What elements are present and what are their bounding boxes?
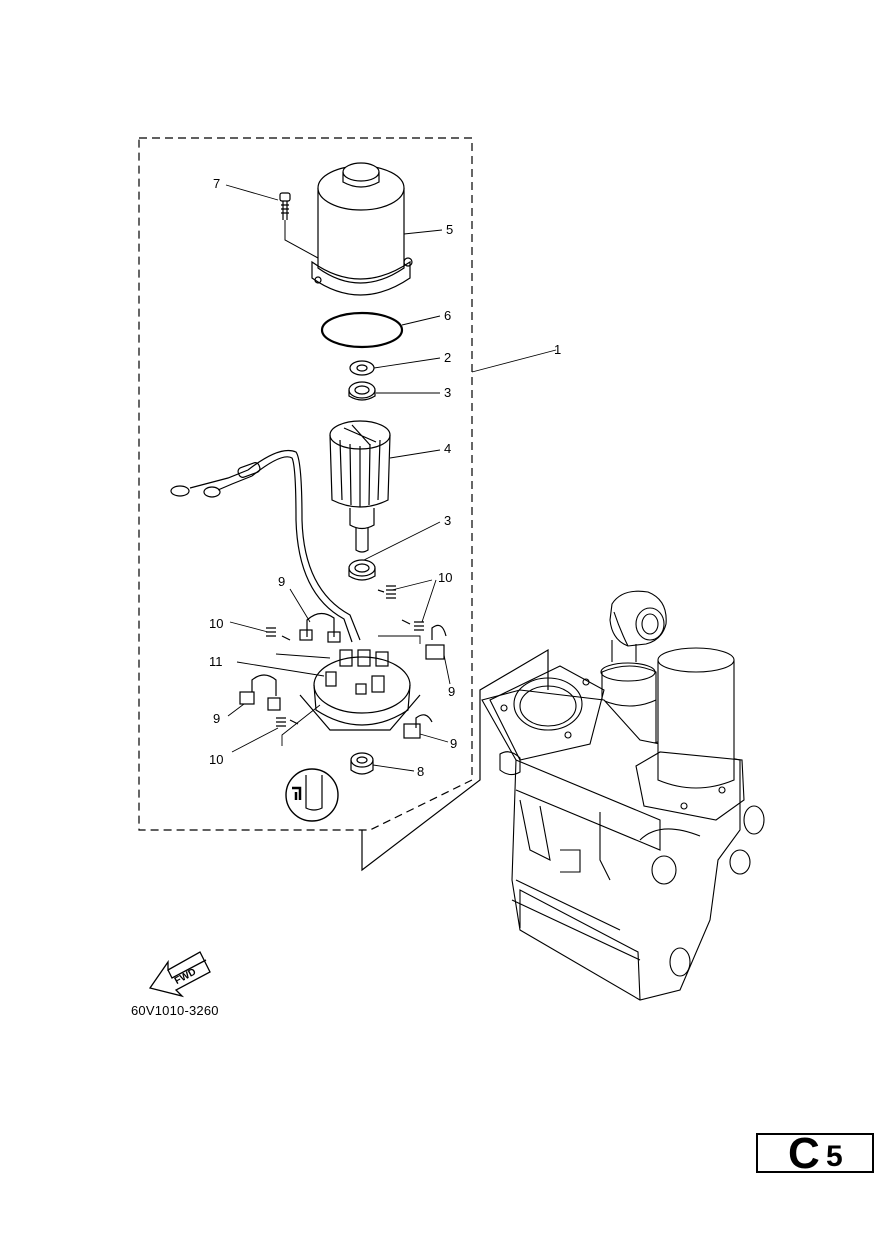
page-tag-number: 5 <box>826 1140 843 1173</box>
page-tag: C 5 <box>756 1129 874 1178</box>
wire-harness <box>170 449 361 643</box>
part-label-9-left: 9 <box>213 711 220 726</box>
leader-lines <box>225 184 557 772</box>
armature <box>329 420 391 553</box>
spring-right <box>401 619 424 631</box>
brush-holder-base <box>299 649 421 731</box>
washer <box>349 360 375 376</box>
spring-left <box>266 627 291 641</box>
diagram-code: 60V1010-3260 <box>131 1003 219 1018</box>
part-label-9-top: 9 <box>278 574 285 589</box>
part-label-2: 2 <box>444 350 451 365</box>
assembly-boundary <box>138 137 473 831</box>
bearing-lower <box>348 559 376 581</box>
part-label-5: 5 <box>446 222 453 237</box>
part-label-3-top: 3 <box>444 385 451 400</box>
bearing-top <box>348 381 376 401</box>
part-label-1: 1 <box>554 342 561 357</box>
brush-left <box>239 674 281 711</box>
o-ring <box>320 311 404 349</box>
part-label-9-right: 9 <box>448 684 455 699</box>
part-label-6: 6 <box>444 308 451 323</box>
part-label-3-lower: 3 <box>444 513 451 528</box>
bolt <box>279 192 319 259</box>
page-tag-letter: C <box>788 1129 820 1178</box>
part-label-10-bottom: 10 <box>209 752 223 767</box>
part-label-10-top: 10 <box>438 570 452 585</box>
bushing <box>350 752 374 775</box>
fwd-arrow-icon <box>148 951 211 998</box>
part-label-4: 4 <box>444 441 451 456</box>
part-labels: 1 2 3 3 4 5 6 7 8 9 9 9 9 10 10 10 11 FW… <box>173 176 561 987</box>
part-label-8: 8 <box>417 764 424 779</box>
motor-housing <box>311 162 413 296</box>
leader-line-assembly <box>361 648 549 872</box>
brush-right-upper <box>425 624 447 660</box>
grease-symbol-icon <box>285 768 339 822</box>
part-label-7: 7 <box>213 176 220 191</box>
brush-top-left <box>299 612 341 643</box>
part-label-10-left: 10 <box>209 616 223 631</box>
brush-right-lower <box>403 714 433 739</box>
part-label-9-bottom: 9 <box>450 736 457 751</box>
power-trim-unit <box>481 590 765 1001</box>
spring-top <box>377 585 396 599</box>
part-label-11: 11 <box>209 654 223 669</box>
